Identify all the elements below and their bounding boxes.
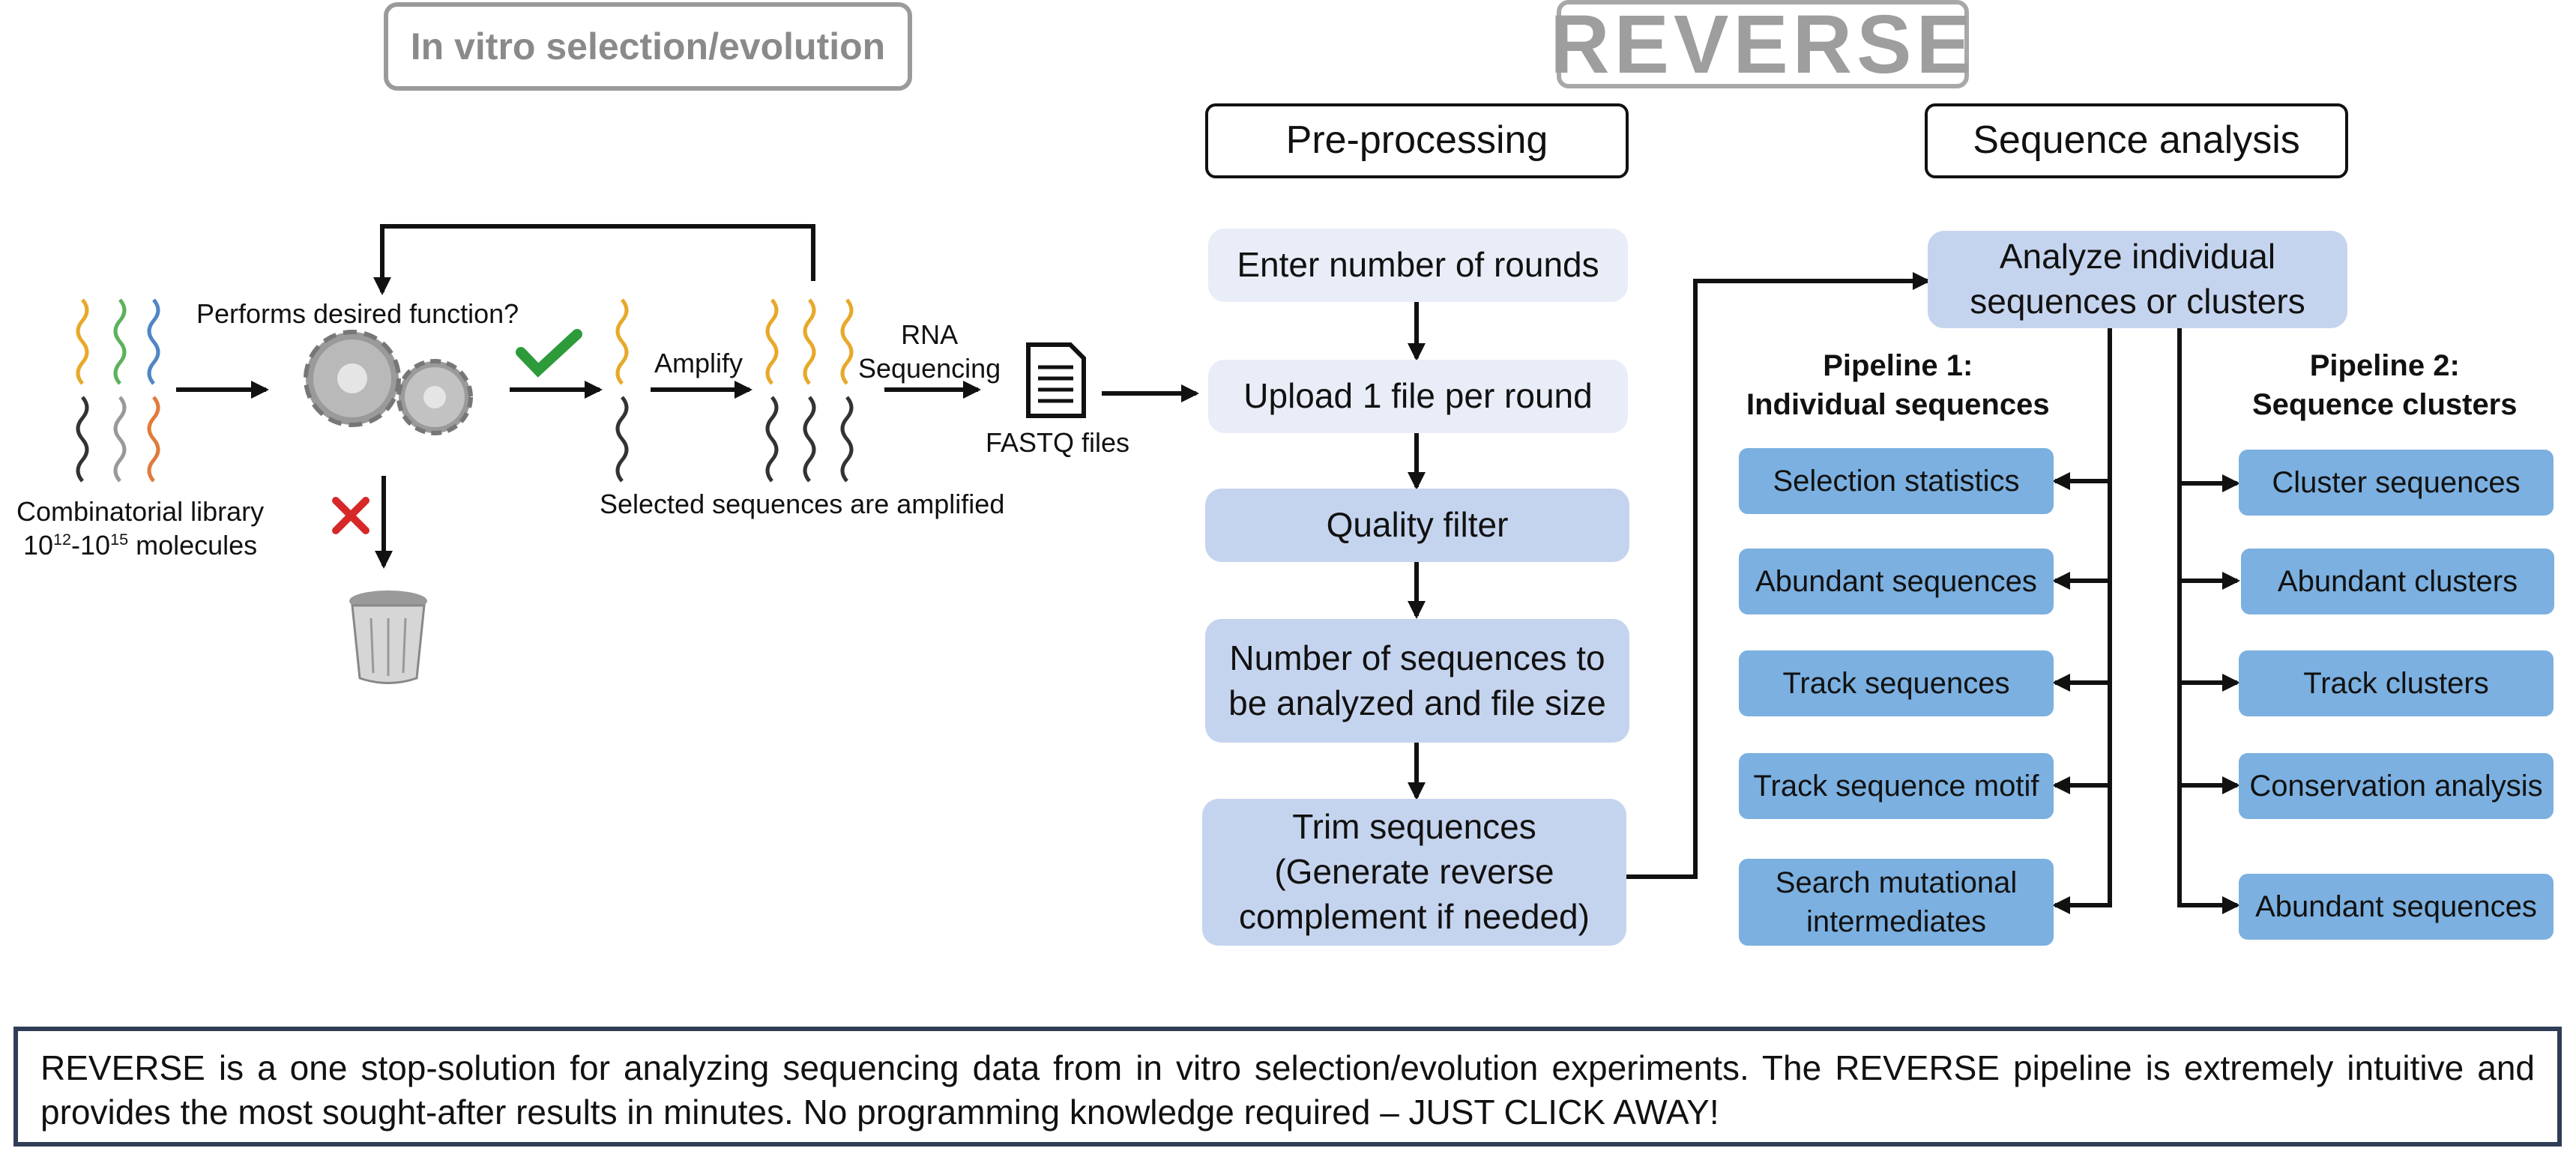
pipeline1-title-line2: Individual sequences bbox=[1746, 388, 2050, 421]
pipeline2-title-line1: Pipeline 2: bbox=[2309, 349, 2460, 382]
step-enter-rounds: Enter number of rounds bbox=[1208, 229, 1628, 302]
sequence-analysis-header: Sequence analysis bbox=[1925, 103, 2348, 178]
dna-selected-icon bbox=[615, 298, 629, 483]
cross-icon bbox=[332, 497, 369, 534]
gears-icon bbox=[304, 330, 473, 435]
step-number-sequences: Number of sequences to be analyzed and f… bbox=[1205, 619, 1629, 743]
rna-label-line1: RNA bbox=[901, 319, 959, 350]
analyze-box: Analyze individual sequences or clusters bbox=[1928, 231, 2347, 328]
p1-selection-statistics[interactable]: Selection statistics bbox=[1739, 448, 2054, 514]
p1-search-mutational-intermediates[interactable]: Search mutational intermediates bbox=[1739, 859, 2054, 946]
library-exp2: 15 bbox=[110, 530, 129, 549]
fastq-label: FASTQ files bbox=[986, 427, 1130, 458]
fastq-file-icon bbox=[1026, 342, 1086, 418]
arrow-feedback-loop bbox=[373, 224, 815, 295]
dna-library-icon bbox=[76, 298, 160, 483]
function-question-label: Performs desired function? bbox=[196, 298, 519, 329]
amplify-label: Amplify bbox=[654, 348, 743, 378]
step-upload-files: Upload 1 file per round bbox=[1208, 360, 1628, 433]
p2-abundant-sequences[interactable]: Abundant sequences bbox=[2239, 874, 2554, 940]
selected-amplified-label: Selected sequences are amplified bbox=[600, 489, 1005, 519]
pipeline1-title: Pipeline 1: Individual sequences bbox=[1746, 346, 2050, 424]
in-vitro-title: In vitro selection/evolution bbox=[384, 2, 912, 91]
p2-track-clusters[interactable]: Track clusters bbox=[2239, 650, 2554, 716]
check-icon bbox=[516, 329, 582, 378]
library-rest: molecules bbox=[128, 530, 258, 561]
library-label-line2: 1012-1015 molecules bbox=[16, 528, 264, 562]
library-label-line1: Combinatorial library bbox=[16, 496, 265, 527]
p2-conservation-analysis[interactable]: Conservation analysis bbox=[2239, 753, 2554, 819]
rna-sequencing-label: RNA Sequencing bbox=[858, 318, 1001, 385]
library-dash: -10 bbox=[71, 530, 111, 561]
dna-amplified-icon bbox=[765, 298, 854, 483]
logo-text: REVERSE bbox=[1550, 0, 1976, 91]
reverse-logo: REVERSE bbox=[1550, 0, 1971, 91]
pipeline2-title-line2: Sequence clusters bbox=[2252, 388, 2518, 421]
summary-box: REVERSE is a one stop-solution for analy… bbox=[13, 1027, 2562, 1147]
step-trim-sequences: Trim sequences (Generate reverse complem… bbox=[1202, 799, 1626, 946]
step-quality-filter: Quality filter bbox=[1205, 489, 1629, 562]
pipeline1-title-line1: Pipeline 1: bbox=[1823, 349, 1973, 382]
pipeline2-title: Pipeline 2: Sequence clusters bbox=[2252, 346, 2518, 424]
trash-icon bbox=[349, 590, 427, 684]
p2-cluster-sequences[interactable]: Cluster sequences bbox=[2239, 450, 2554, 516]
arrow-trim-to-analyze bbox=[1623, 272, 1931, 879]
p2-abundant-clusters[interactable]: Abundant clusters bbox=[2241, 549, 2554, 614]
preprocessing-header: Pre-processing bbox=[1205, 103, 1629, 178]
library-label: Combinatorial library 1012-1015 molecule… bbox=[16, 495, 264, 562]
p1-abundant-sequences[interactable]: Abundant sequences bbox=[1739, 549, 2054, 614]
rna-label-line2: Sequencing bbox=[858, 353, 1001, 384]
library-exp1: 12 bbox=[53, 530, 72, 549]
p1-track-sequence-motif[interactable]: Track sequence motif bbox=[1739, 753, 2054, 819]
library-base: 10 bbox=[22, 530, 53, 561]
p1-track-sequences[interactable]: Track sequences bbox=[1739, 650, 2054, 716]
